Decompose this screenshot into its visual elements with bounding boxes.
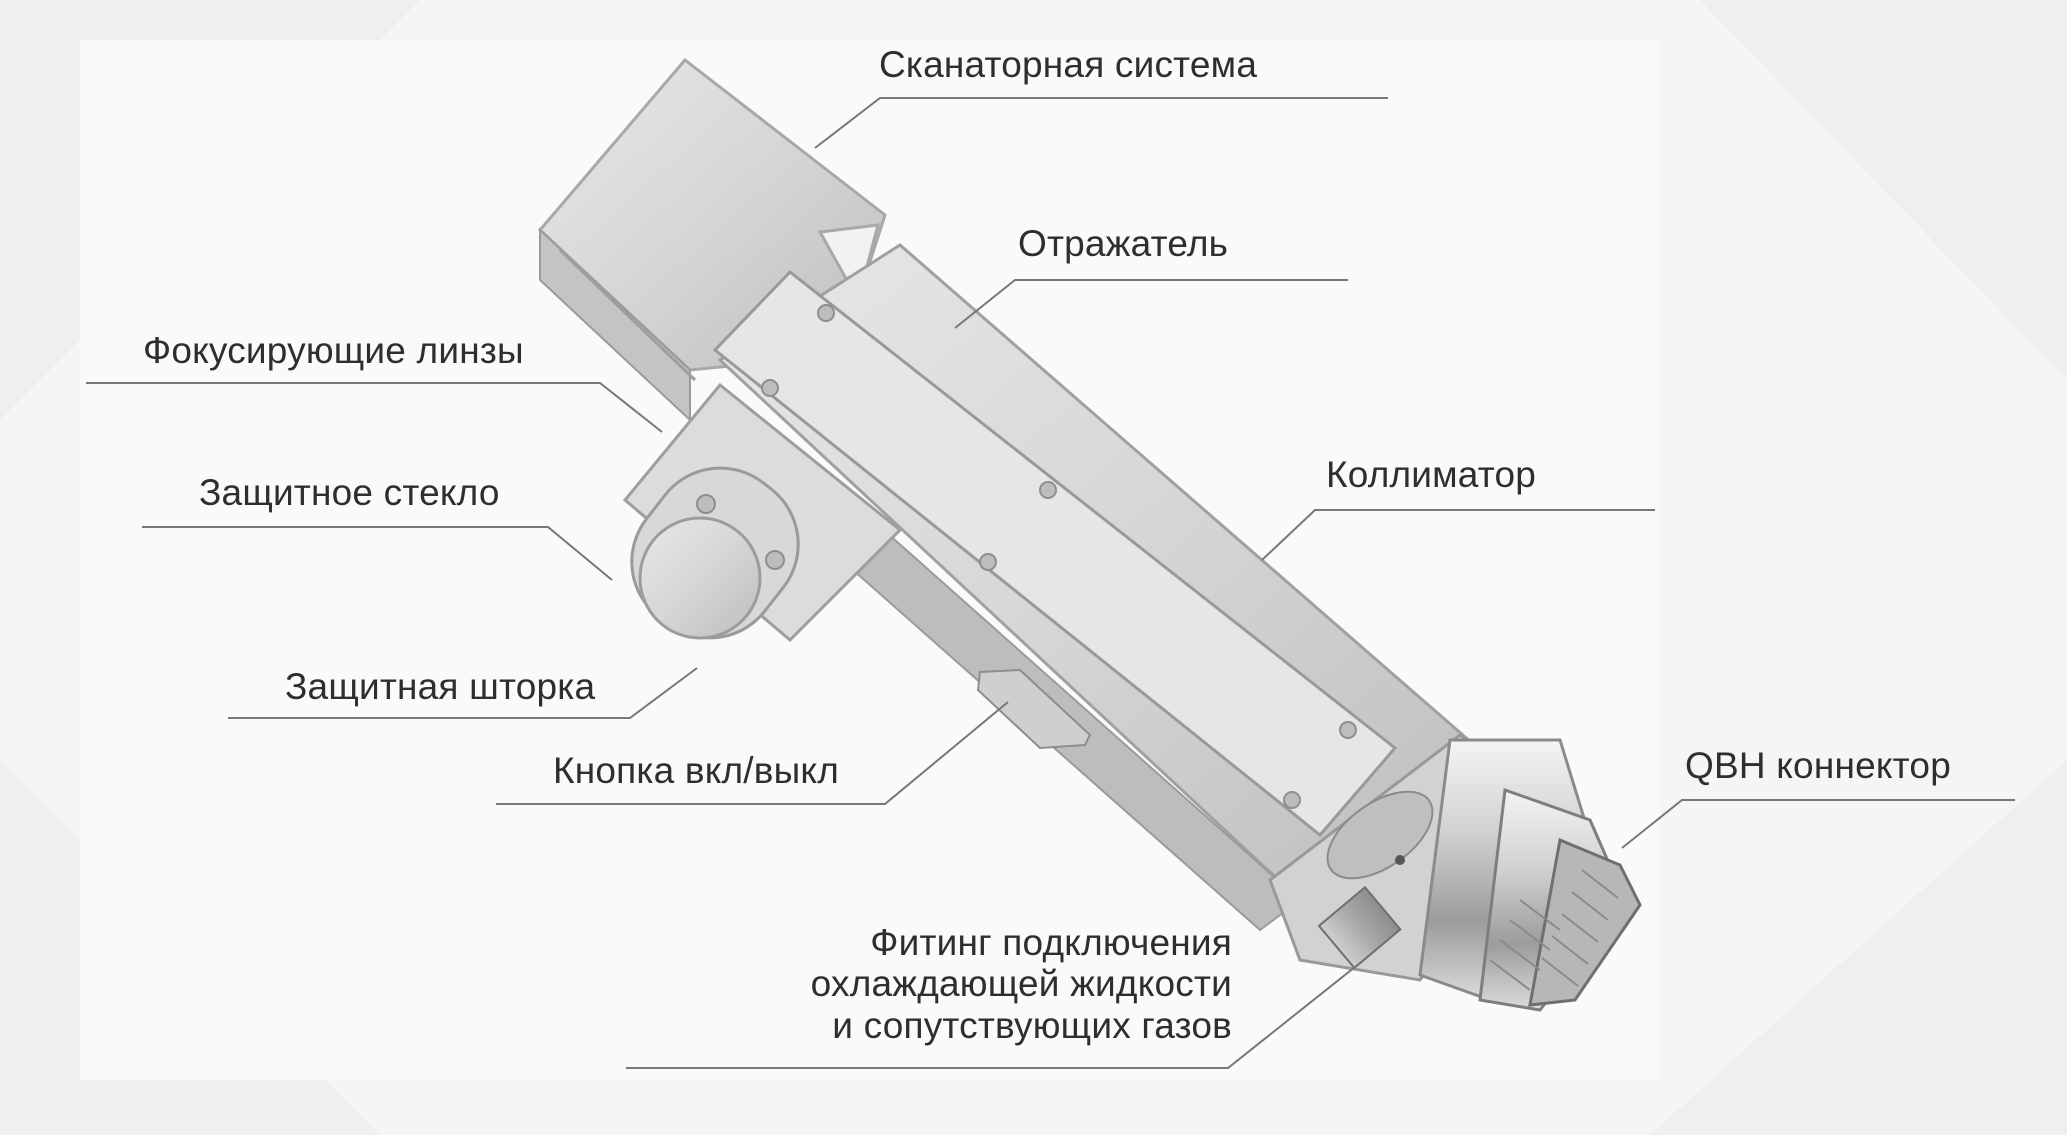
label-power-button: Кнопка вкл/выкл — [553, 750, 840, 791]
label-focus-lens: Фокусирующие линзы — [143, 330, 524, 371]
leader-line-qbh — [1621, 799, 2015, 849]
side-plate-part — [712, 269, 1398, 838]
label-fitting-line2: охлаждающей жидкости — [810, 963, 1232, 1005]
leader-line-reflector — [954, 279, 1348, 329]
leader-line-protective-glass — [142, 526, 613, 581]
leader-line-fitting — [626, 962, 1361, 1069]
label-fitting-line1: Фитинг подключения — [870, 922, 1232, 963]
label-fitting-line3: и сопутствующих газов — [832, 1004, 1232, 1046]
leader-line-protective-shutter — [228, 667, 698, 719]
label-fitting: Фитинг подключения охлаждающей жидкости … — [811, 922, 1232, 1046]
power-button-part — [976, 668, 1092, 750]
label-scanner-system: Сканаторная система — [879, 44, 1258, 85]
label-collimator: Коллиматор — [1326, 454, 1537, 495]
fitting-part — [1317, 855, 1405, 970]
label-protective-glass: Защитное стекло — [199, 472, 500, 513]
label-protective-shutter: Защитная шторка — [285, 666, 596, 707]
leader-line-collimator — [1261, 509, 1655, 561]
protective-glass-part — [630, 466, 800, 640]
label-reflector: Отражатель — [1018, 223, 1229, 264]
qbh-connector-part — [1418, 738, 1642, 1012]
leader-line-scanner — [814, 97, 1388, 149]
leader-line-power-button — [496, 701, 1009, 805]
label-qbh-connector: QBH коннектор — [1685, 745, 1951, 786]
leader-lines — [86, 97, 2015, 1069]
leader-line-focus-lens — [86, 382, 663, 433]
